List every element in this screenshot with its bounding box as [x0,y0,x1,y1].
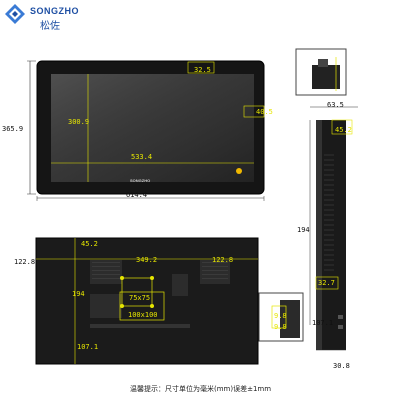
side-top-offset-label: 45.2 [335,126,352,134]
side-bottom-depth-label: 30.8 [333,362,350,370]
power-led [236,168,242,174]
brand-name-chinese: 松佐 [40,21,60,32]
back-mount-height-label: 194 [72,290,85,298]
side-lower-gap-label: 32.7 [318,279,335,287]
front-side-margin-label: 40.5 [256,108,273,116]
footnote-tolerance: 温馨提示：尺寸单位为毫米(mm)误差±1mm [130,385,272,393]
front-height-label: 365.9 [2,125,24,133]
back-right-offset-label: 122.8 [212,256,234,264]
side-view [288,45,358,355]
front-top-margin-label: 32.5 [194,66,211,74]
front-screen-height-label: 300.9 [68,118,90,126]
side-mount-height-label: 194 [297,226,310,234]
brand-name: SONGZHO [30,6,80,16]
back-view [30,232,260,372]
back-top-offset-label: 45.2 [81,240,98,248]
side-depth-label: 63.5 [327,101,344,109]
front-view [20,55,270,205]
bezel-brand: SONGZHO [130,178,151,183]
detail-b-label: 9.8 [274,323,287,331]
vesa-large-label: 100x100 [128,311,158,319]
brand-logo-icon [4,3,26,25]
back-left-offset-label: 122.8 [14,258,36,266]
front-width-label: 614.4 [126,191,148,199]
front-screen-width-label: 533.4 [131,153,153,161]
back-center-span-label: 349.2 [136,256,158,264]
side-detail-callout [258,292,304,342]
detail-a-label: 9.8 [274,312,287,320]
side-bottom-offset-label: 107.1 [312,319,334,327]
vesa-small-label: 75x75 [129,294,151,302]
back-bottom-offset-label: 107.1 [77,343,99,351]
